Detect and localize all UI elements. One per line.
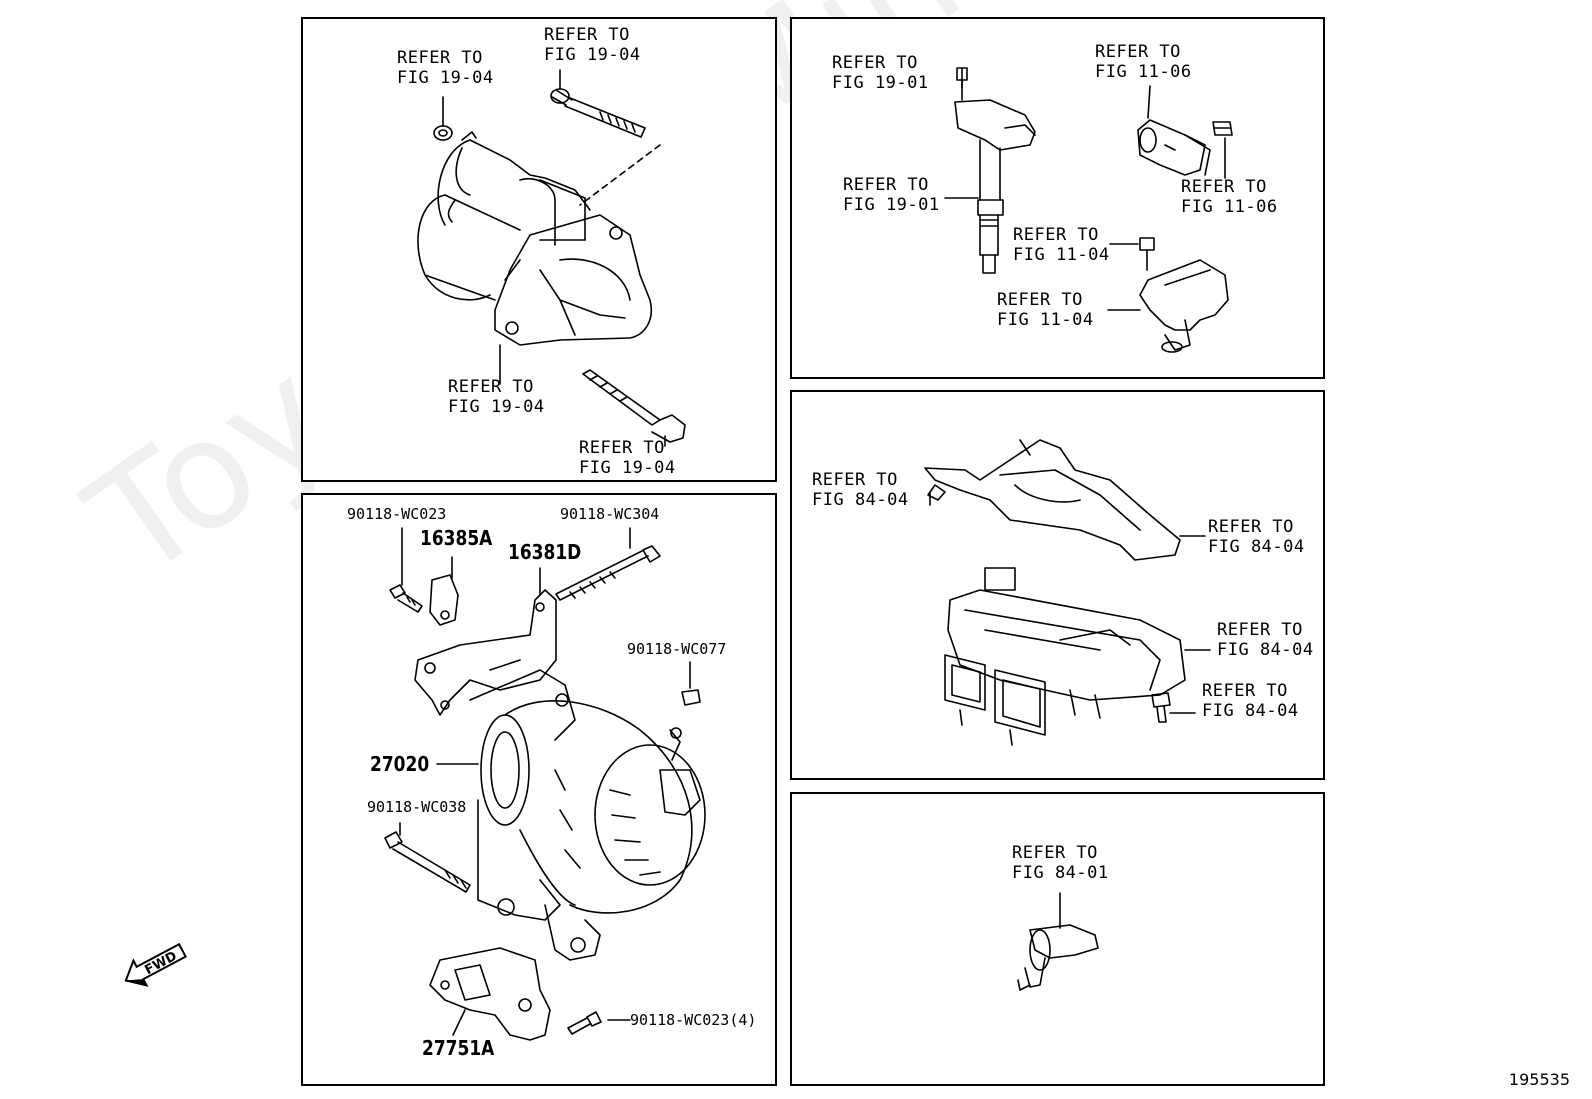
forward-arrow-icon: FWD <box>124 942 188 987</box>
part-number-90118-wc077[interactable]: 90118-WC077 <box>627 640 727 658</box>
part-number-27751a[interactable]: 27751A <box>422 1036 495 1060</box>
part-number-16381d[interactable]: 16381D <box>508 540 582 564</box>
panel-ecu <box>790 390 1325 780</box>
panel-oil-switch <box>790 792 1325 1086</box>
ecu-unit-drawing <box>944 567 1186 746</box>
starter-motor-drawing <box>417 88 661 346</box>
panel-starter <box>301 17 777 482</box>
crank-sensor-drawing <box>1139 237 1229 353</box>
ecu-bracket-drawing <box>924 439 1181 561</box>
starter-bolt-lower <box>582 369 686 443</box>
figure-id: 195535 <box>1508 1070 1570 1089</box>
starter-bolt-upper <box>550 88 646 138</box>
alternator-drawing <box>384 545 706 1041</box>
oil-pressure-switch-drawing <box>1017 892 1099 991</box>
part-number-90118-wc023-x4[interactable]: 90118-WC023(4) <box>630 1011 757 1029</box>
part-number-90118-wc304[interactable]: 90118-WC304 <box>560 505 660 523</box>
part-number-27020[interactable]: 27020 <box>370 752 430 776</box>
part-number-90118-wc023[interactable]: 90118-WC023 <box>347 505 447 523</box>
part-number-90118-wc038[interactable]: 90118-WC038 <box>367 798 467 816</box>
cam-sensor-drawing <box>1137 119 1233 176</box>
ignition-coil-drawing <box>954 67 1036 274</box>
part-number-16385a[interactable]: 16385A <box>420 526 493 550</box>
panel-sensors <box>790 17 1325 379</box>
nut-icon <box>433 125 453 141</box>
